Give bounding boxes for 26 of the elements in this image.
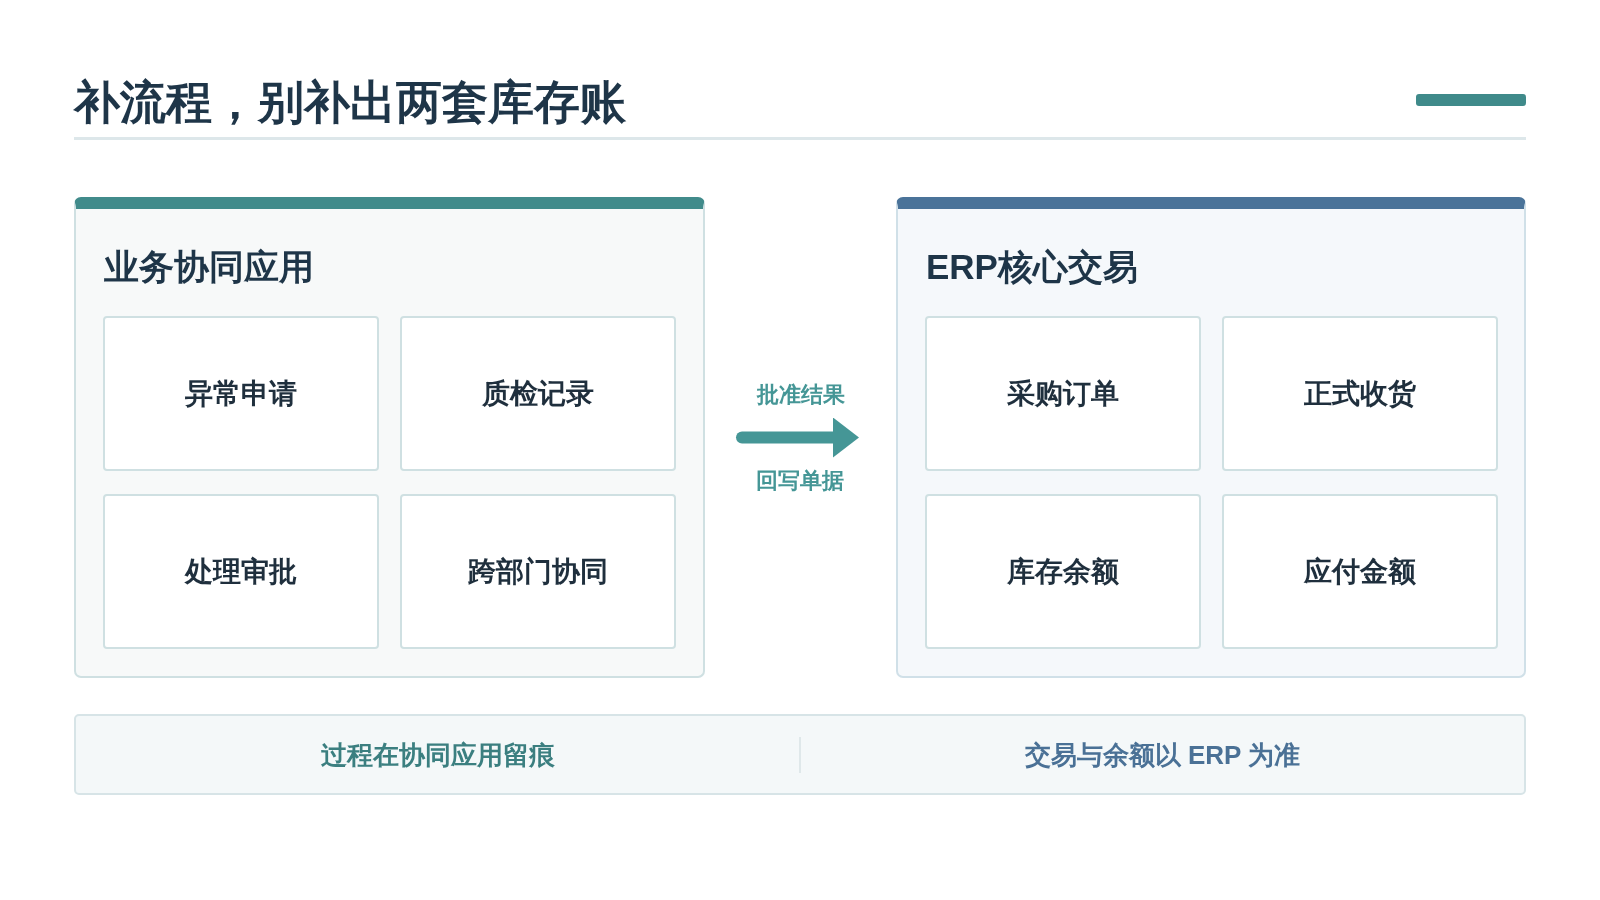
panel-heading: 业务协同应用 xyxy=(104,246,314,288)
process-box xyxy=(1222,494,1498,649)
arrow xyxy=(736,417,859,458)
process-box xyxy=(103,494,379,649)
box-label: 正式收货 xyxy=(1304,376,1416,411)
edge-label: 批准结果 xyxy=(753,380,848,409)
process-box xyxy=(400,494,676,649)
note-text: 过程在协同应用留痕 xyxy=(320,738,555,772)
process-box xyxy=(400,316,676,471)
box-label: 应付金额 xyxy=(1304,554,1416,589)
note-text: 交易与余额以 ERP 为准 xyxy=(1024,738,1301,772)
group-panel xyxy=(896,197,1526,678)
box-label: 库存余额 xyxy=(1007,554,1119,589)
box-label: 处理审批 xyxy=(185,554,297,589)
group-panel xyxy=(74,197,705,678)
box-label: 跨部门协同 xyxy=(468,554,608,589)
process-box xyxy=(1222,316,1498,471)
panel-heading: ERP核心交易 xyxy=(926,246,1138,288)
box-label: 异常申请 xyxy=(185,376,297,411)
note-bar xyxy=(74,714,1526,795)
process-box xyxy=(103,316,379,471)
process-box xyxy=(925,316,1201,471)
box-label: 采购订单 xyxy=(1007,376,1119,411)
page-title: 补流程，别补出两套库存账 xyxy=(74,75,626,130)
box-label: 质检记录 xyxy=(482,376,594,411)
process-box xyxy=(925,494,1201,649)
